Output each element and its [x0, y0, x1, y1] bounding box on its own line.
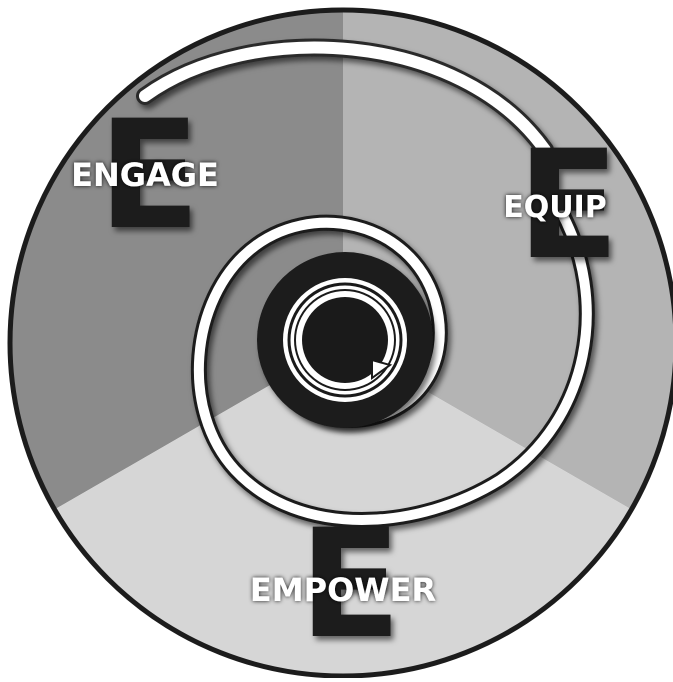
big-e-empower: E: [299, 498, 401, 672]
label-empower: EMPOWER: [250, 571, 436, 609]
wheel-outline: [7, 7, 673, 679]
core-arrow-icon: [371, 358, 393, 380]
big-e-equip: E: [517, 119, 619, 293]
segment-engage: [9, 9, 343, 510]
segment-empower: [54, 343, 632, 677]
wheel: [7, 7, 673, 679]
core: [257, 252, 433, 428]
label-engage: ENGAGE: [71, 156, 219, 194]
big-e-engage: E: [98, 89, 200, 263]
label-equip: EQUIP: [503, 190, 607, 225]
